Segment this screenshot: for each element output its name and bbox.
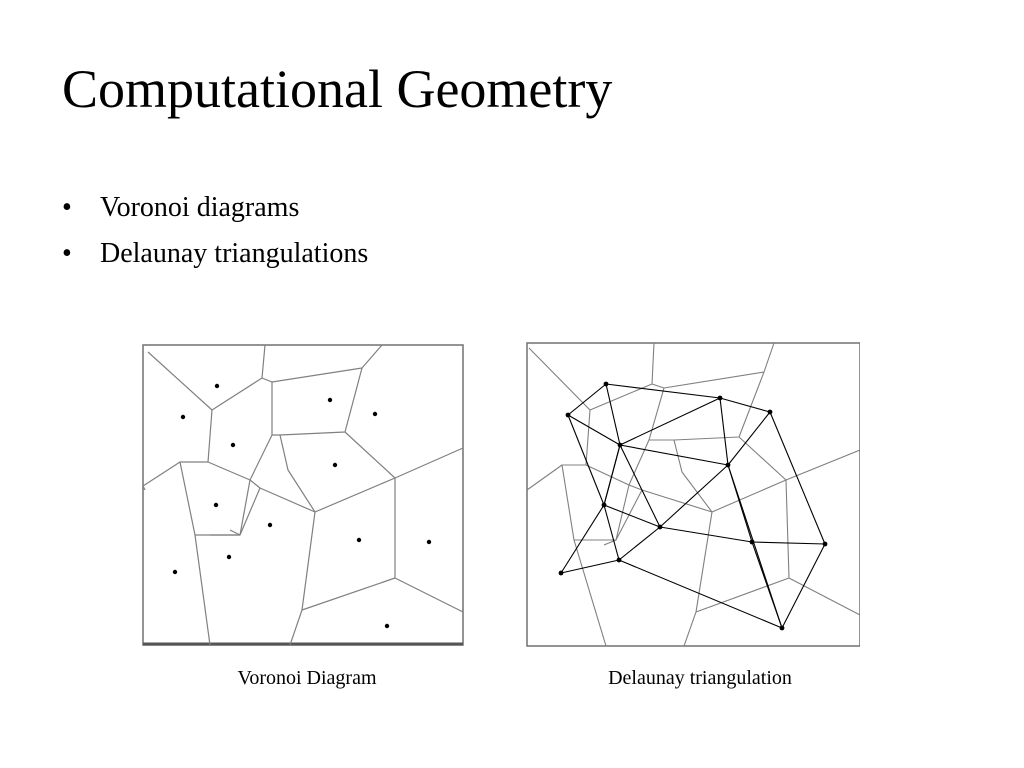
voronoi-edge: [301, 577, 396, 611]
delaunay-edge: [659, 526, 753, 543]
delaunay-edge: [560, 504, 605, 574]
site-point: [657, 524, 663, 530]
voronoi-edge: [344, 431, 464, 479]
bullet-marker: •: [62, 192, 72, 223]
delaunay-edge: [567, 414, 621, 446]
voronoi-edge: [526, 464, 586, 491]
site-point: [172, 569, 178, 575]
site-point: [226, 554, 232, 560]
delaunay-edge: [567, 414, 605, 506]
site-point: [779, 625, 785, 631]
delaunay-edge: [619, 444, 729, 466]
voronoi-edge: [651, 342, 775, 389]
site-point: [616, 557, 622, 563]
site-point: [327, 397, 333, 403]
delaunay-edge: [603, 444, 621, 506]
delaunay-edge: [727, 411, 771, 466]
bullet-text: Voronoi diagrams: [100, 192, 300, 223]
voronoi-diagram-image: [142, 344, 464, 646]
voronoi-edge: [239, 487, 261, 536]
site-point: [558, 570, 564, 576]
bullet-list: • Voronoi diagrams • Delaunay triangulat…: [62, 190, 368, 282]
voronoi-edge: [573, 539, 607, 647]
voronoi-edge: [207, 382, 273, 481]
delaunay-frame: [526, 342, 860, 647]
delaunay-edge: [719, 397, 729, 466]
voronoi-edge: [279, 434, 396, 513]
delaunay-edge: [603, 504, 620, 561]
delaunay-edge: [619, 397, 721, 446]
bullet-item-voronoi: • Voronoi diagrams: [62, 190, 368, 236]
site-point: [180, 414, 186, 420]
delaunay-edge: [781, 543, 826, 629]
voronoi-edge: [142, 485, 146, 491]
voronoi-edge: [142, 461, 208, 487]
voronoi-edge: [695, 577, 790, 613]
site-point: [717, 395, 723, 401]
voronoi-edge: [194, 534, 211, 646]
site-point: [767, 409, 773, 415]
site-point: [332, 462, 338, 468]
delaunay-triangulation-figure: [524, 340, 860, 650]
voronoi-caption: Voronoi Diagram: [237, 667, 377, 689]
site-point: [384, 623, 390, 629]
delaunay-edge: [769, 411, 826, 545]
delaunay-edge: [605, 383, 721, 399]
site-point: [725, 462, 731, 468]
delaunay-edge: [560, 559, 620, 574]
voronoi-edge: [528, 342, 655, 411]
voronoi-edge: [272, 367, 363, 436]
site-point: [372, 411, 378, 417]
delaunay-edge: [659, 464, 729, 528]
site-point: [617, 442, 623, 448]
voronoi-edge: [561, 464, 630, 541]
voronoi-edge: [289, 511, 316, 646]
delaunay-edge: [619, 444, 661, 528]
voronoi-edge: [649, 371, 765, 441]
delaunay-edge: [751, 541, 826, 545]
delaunay-edge: [751, 541, 783, 629]
site-point: [601, 502, 607, 508]
site-point: [230, 442, 236, 448]
voronoi-edge: [585, 387, 665, 486]
delaunay-edge: [618, 526, 661, 561]
voronoi-edge: [179, 461, 251, 536]
delaunay-edge: [719, 397, 771, 413]
voronoi-edge: [229, 529, 241, 536]
voronoi-edge: [673, 439, 787, 513]
site-point: [213, 502, 219, 508]
delaunay-caption: Delaunay triangulation: [608, 667, 792, 689]
voronoi-edge: [394, 478, 464, 613]
voronoi-edge: [261, 344, 383, 383]
delaunay-triangulation-image: [526, 342, 860, 647]
site-point: [749, 539, 755, 545]
site-point: [565, 412, 571, 418]
slide-title: Computational Geometry: [62, 59, 613, 119]
site-point: [356, 537, 362, 543]
voronoi-edge: [738, 436, 860, 481]
site-point: [267, 522, 273, 528]
bullet-item-delaunay: • Delaunay triangulations: [62, 236, 368, 282]
bullet-marker: •: [62, 238, 72, 269]
bullet-text: Delaunay triangulations: [100, 238, 369, 269]
delaunay-edge: [603, 504, 661, 528]
voronoi-diagram-figure: [140, 340, 476, 650]
site-point: [426, 539, 432, 545]
site-point: [214, 383, 220, 389]
delaunay-edge: [618, 559, 783, 629]
delaunay-edge: [605, 383, 621, 446]
site-point: [822, 541, 828, 547]
delaunay-edge: [567, 383, 607, 416]
site-point: [603, 381, 609, 387]
voronoi-edge: [147, 344, 266, 411]
